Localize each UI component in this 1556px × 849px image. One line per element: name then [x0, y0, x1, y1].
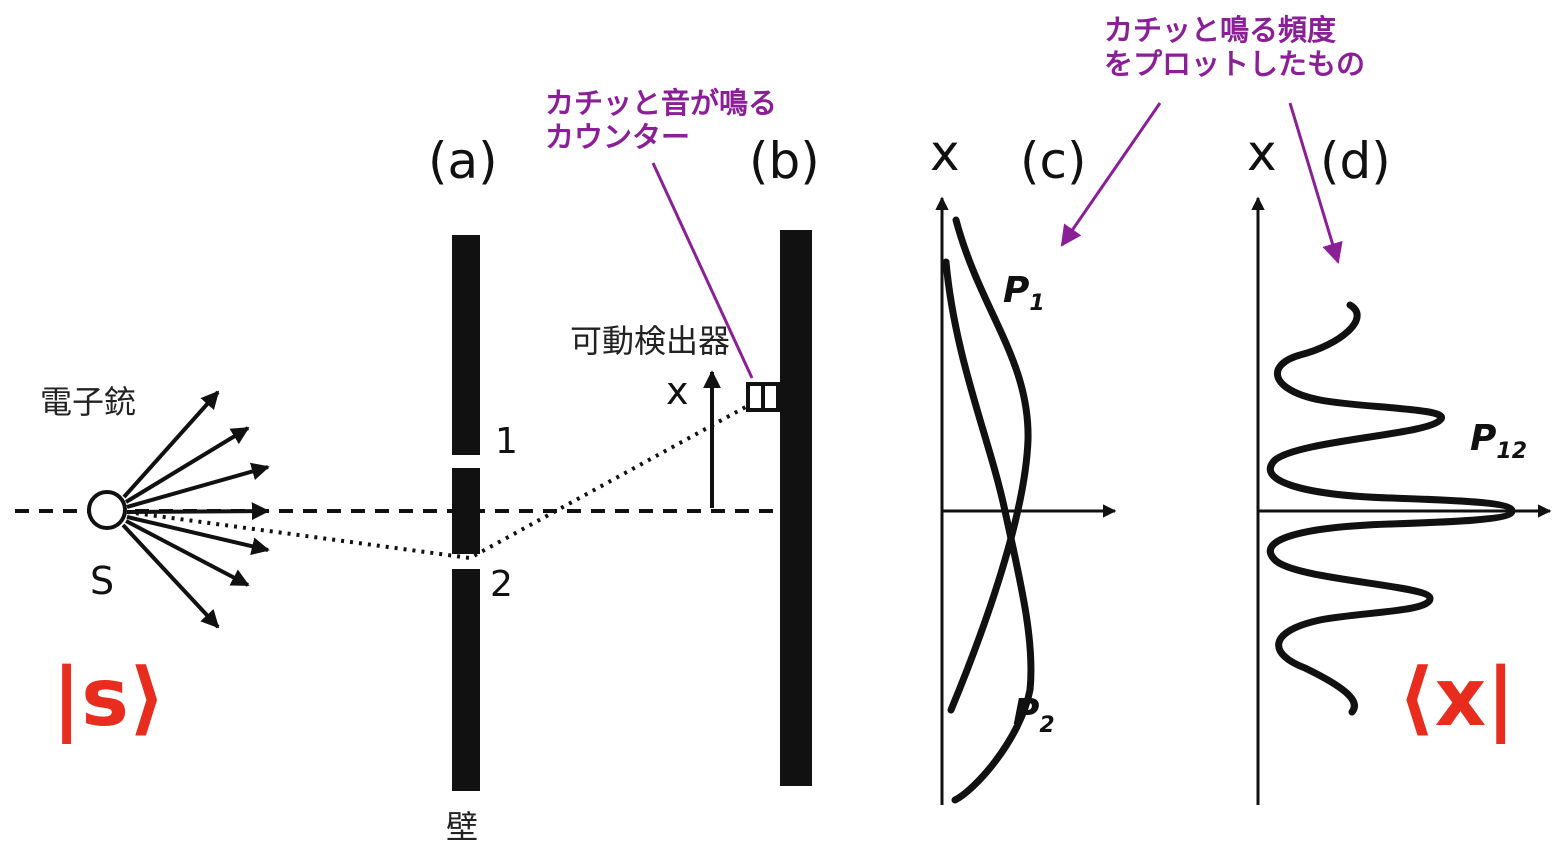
label-wall: 壁 [446, 808, 478, 846]
frequency-annotation-line2: をプロットしたもの [1104, 47, 1365, 81]
curve-p12 [1266, 301, 1516, 716]
label-detector: 可動検出器 [570, 322, 730, 360]
label-b: (b) [749, 132, 820, 190]
label-a: (a) [428, 132, 498, 190]
bra-x: ⟨x| [1398, 651, 1515, 745]
label-p2: P2 [1013, 692, 1055, 738]
label-x-d: x [1247, 124, 1277, 182]
source-circle [87, 490, 127, 530]
label-gun: 電子銃 [40, 383, 136, 421]
frequency-pointer-arrow-d [1288, 102, 1343, 265]
label-p1: P1 [1003, 270, 1045, 316]
gun-arrows [121, 390, 270, 629]
frequency-annotation-line1: カチッと鳴る頻度 [1104, 13, 1336, 47]
wall-a-top [452, 235, 480, 455]
ket-s: |s⟩ [52, 651, 165, 745]
label-d: (d) [1320, 132, 1391, 190]
counter-pointer-arrow [651, 162, 754, 379]
frequency-pointer-arrow-c [1060, 102, 1162, 247]
screen-b [780, 230, 812, 786]
label-c: (c) [1020, 132, 1087, 190]
label-slit-2: 2 [490, 564, 513, 605]
label-slit-1: 1 [495, 421, 518, 462]
counter-annotation-line2: カウンター [545, 120, 690, 154]
electron-path-dotted [126, 396, 763, 561]
wall-a-bottom [452, 569, 480, 791]
label-source: S [90, 559, 114, 603]
curve-p1 [947, 216, 1032, 714]
counter-annotation-line1: カチッと音が鳴る [545, 86, 777, 120]
curve-p2 [942, 258, 1035, 804]
label-x-c: x [930, 124, 960, 182]
label-p12: P12 [1470, 418, 1527, 464]
label-x-detector: x [666, 369, 689, 413]
wall-a-middle [452, 468, 480, 554]
